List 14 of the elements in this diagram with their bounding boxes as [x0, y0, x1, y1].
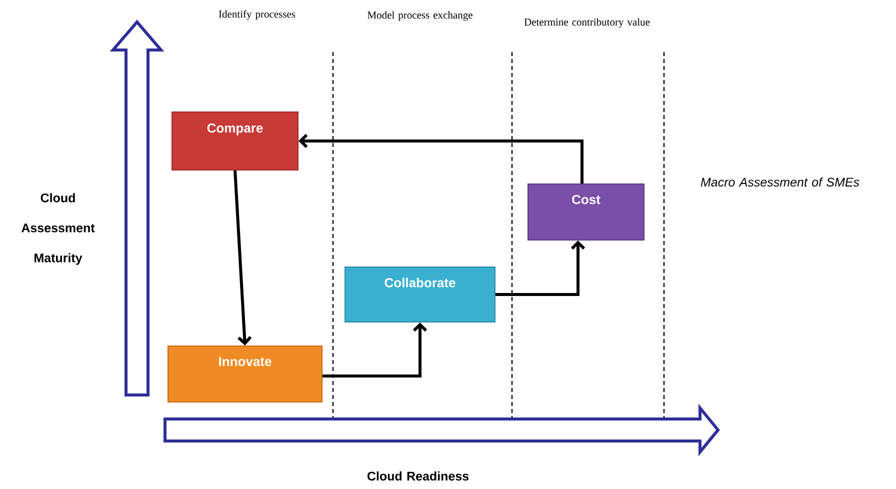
arrow	[496, 240, 586, 296]
arrow	[234, 170, 252, 346]
axis-label: Cloud Assessment Maturity	[22, 193, 95, 265]
side-note: Macro Assessment of SMEs	[700, 177, 860, 187]
axis-label: Cloud Readiness	[367, 471, 469, 481]
process-box: Cost	[528, 183, 644, 240]
arrow	[322, 322, 428, 378]
arrow	[298, 134, 584, 184]
process-box: Compare	[172, 112, 298, 170]
process-box: Collaborate	[344, 266, 496, 322]
lane-heading: Determine contributory value	[524, 18, 650, 28]
process-box: Innovate	[168, 345, 322, 402]
lane-heading: Identify processes	[218, 10, 296, 20]
lane-heading: Model process exchange	[368, 11, 472, 21]
